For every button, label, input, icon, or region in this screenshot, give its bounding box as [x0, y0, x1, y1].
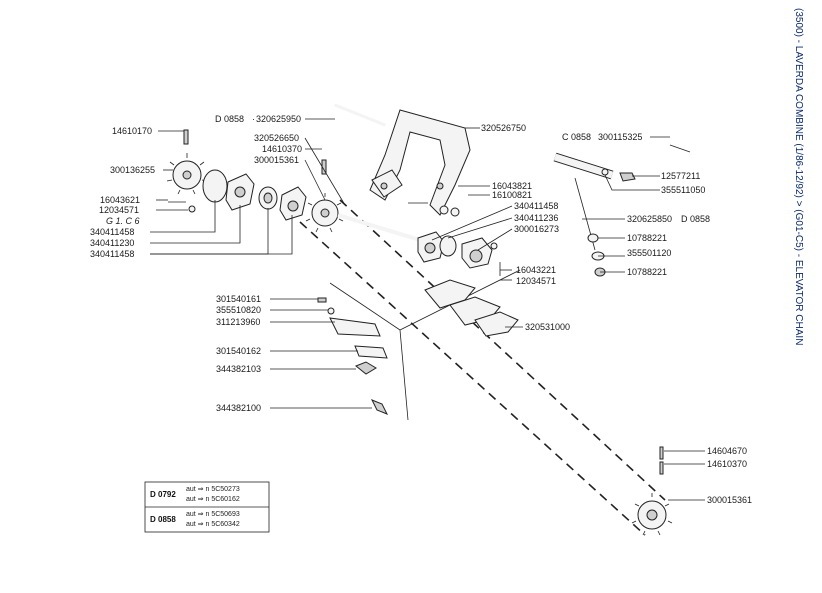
label-301540161: 301540161 [216, 294, 261, 304]
upper-drive-sprocket [305, 193, 344, 233]
legend-line-2a: aut ⇒ n 5C50693 [186, 511, 240, 518]
label-d0858-right: D 0858 [681, 214, 710, 224]
label-300016273: 300016273 [514, 224, 559, 234]
label-g1c6: G 1. C 6 [106, 216, 140, 226]
elevator-bracket [334, 103, 471, 217]
label-16100821: 16100821 [492, 190, 532, 200]
label-300136255: 300136255 [110, 165, 155, 175]
label-340411458-c: 340411458 [514, 201, 558, 211]
label-14610170: 14610170 [112, 126, 152, 136]
middle-flange-group [417, 231, 501, 276]
label-301540162: 301540162 [216, 346, 261, 356]
label-12034571-right: 12034571 [516, 276, 556, 286]
lower-drive-sprocket [631, 446, 673, 536]
label-344382100: 344382100 [216, 403, 261, 413]
pin-part [183, 129, 189, 145]
legend-code-2: D 0858 [150, 515, 176, 524]
label-340411236: 340411236 [514, 213, 558, 223]
diagram-title: (3500) - LAVERDA COMBINE (1/86-12/92) > … [793, 8, 804, 345]
legend-line-2b: aut ⇒ n 5C60342 [186, 521, 240, 528]
legend-line-1b: aut ⇒ n 5C60162 [186, 496, 240, 503]
label-c0858: C 0858 [562, 132, 591, 142]
chain-link-assembly [424, 279, 519, 337]
label-320531000: 320531000 [525, 322, 570, 332]
label-14610370-bottom: 14610370 [707, 459, 747, 469]
label-14610370-top: 14610370 [262, 144, 302, 154]
label-dash-1: · [252, 114, 255, 124]
label-311213960: 311213960 [216, 317, 260, 327]
label-12577211: 12577211 [661, 171, 700, 181]
label-355501120: 355501120 [627, 248, 671, 258]
part-labels: 14610170 300136255 16043621 12034571 G 1… [90, 114, 752, 505]
label-320526650: 320526650 [254, 133, 299, 143]
label-300015361-top: 300015361 [254, 155, 299, 165]
leader-lines [150, 118, 705, 501]
label-340411230: 340411230 [90, 238, 134, 248]
label-d0858-top: D 0858 [215, 114, 244, 124]
label-16043821: 16043821 [492, 181, 532, 191]
upper-sprocket-assembly [166, 129, 421, 242]
label-355511050: 355511050 [661, 185, 705, 195]
scraper-parts [317, 297, 389, 415]
label-320526750: 320526750 [481, 123, 526, 133]
label-300115325: 300115325 [598, 132, 642, 142]
legend-code-1: D 0792 [150, 490, 176, 499]
label-16043621: 16043621 [100, 195, 140, 205]
label-320625850: 320625850 [627, 214, 672, 224]
legend-line-1a: aut ⇒ n 5C50273 [186, 486, 240, 493]
label-340411458-b: 340411458 [90, 249, 134, 259]
label-344382103: 344382103 [216, 364, 261, 374]
label-300015361-bottom: 300015361 [707, 495, 752, 505]
label-12034571-left: 12034571 [99, 205, 139, 215]
tension-adjuster [553, 144, 691, 277]
label-355510820: 355510820 [216, 305, 261, 315]
serial-legend-box: D 0792 aut ⇒ n 5C50273 aut ⇒ n 5C60162 D… [144, 481, 270, 533]
small-sprocket [166, 153, 208, 195]
label-10788221-a: 10788221 [627, 233, 667, 243]
label-14604670: 14604670 [707, 446, 747, 456]
hub-part [202, 169, 228, 203]
label-10788221-b: 10788221 [627, 267, 667, 277]
label-16043221: 16043221 [516, 265, 556, 275]
label-320625950: 320625950 [256, 114, 301, 124]
label-340411458-a: 340411458 [90, 227, 134, 237]
